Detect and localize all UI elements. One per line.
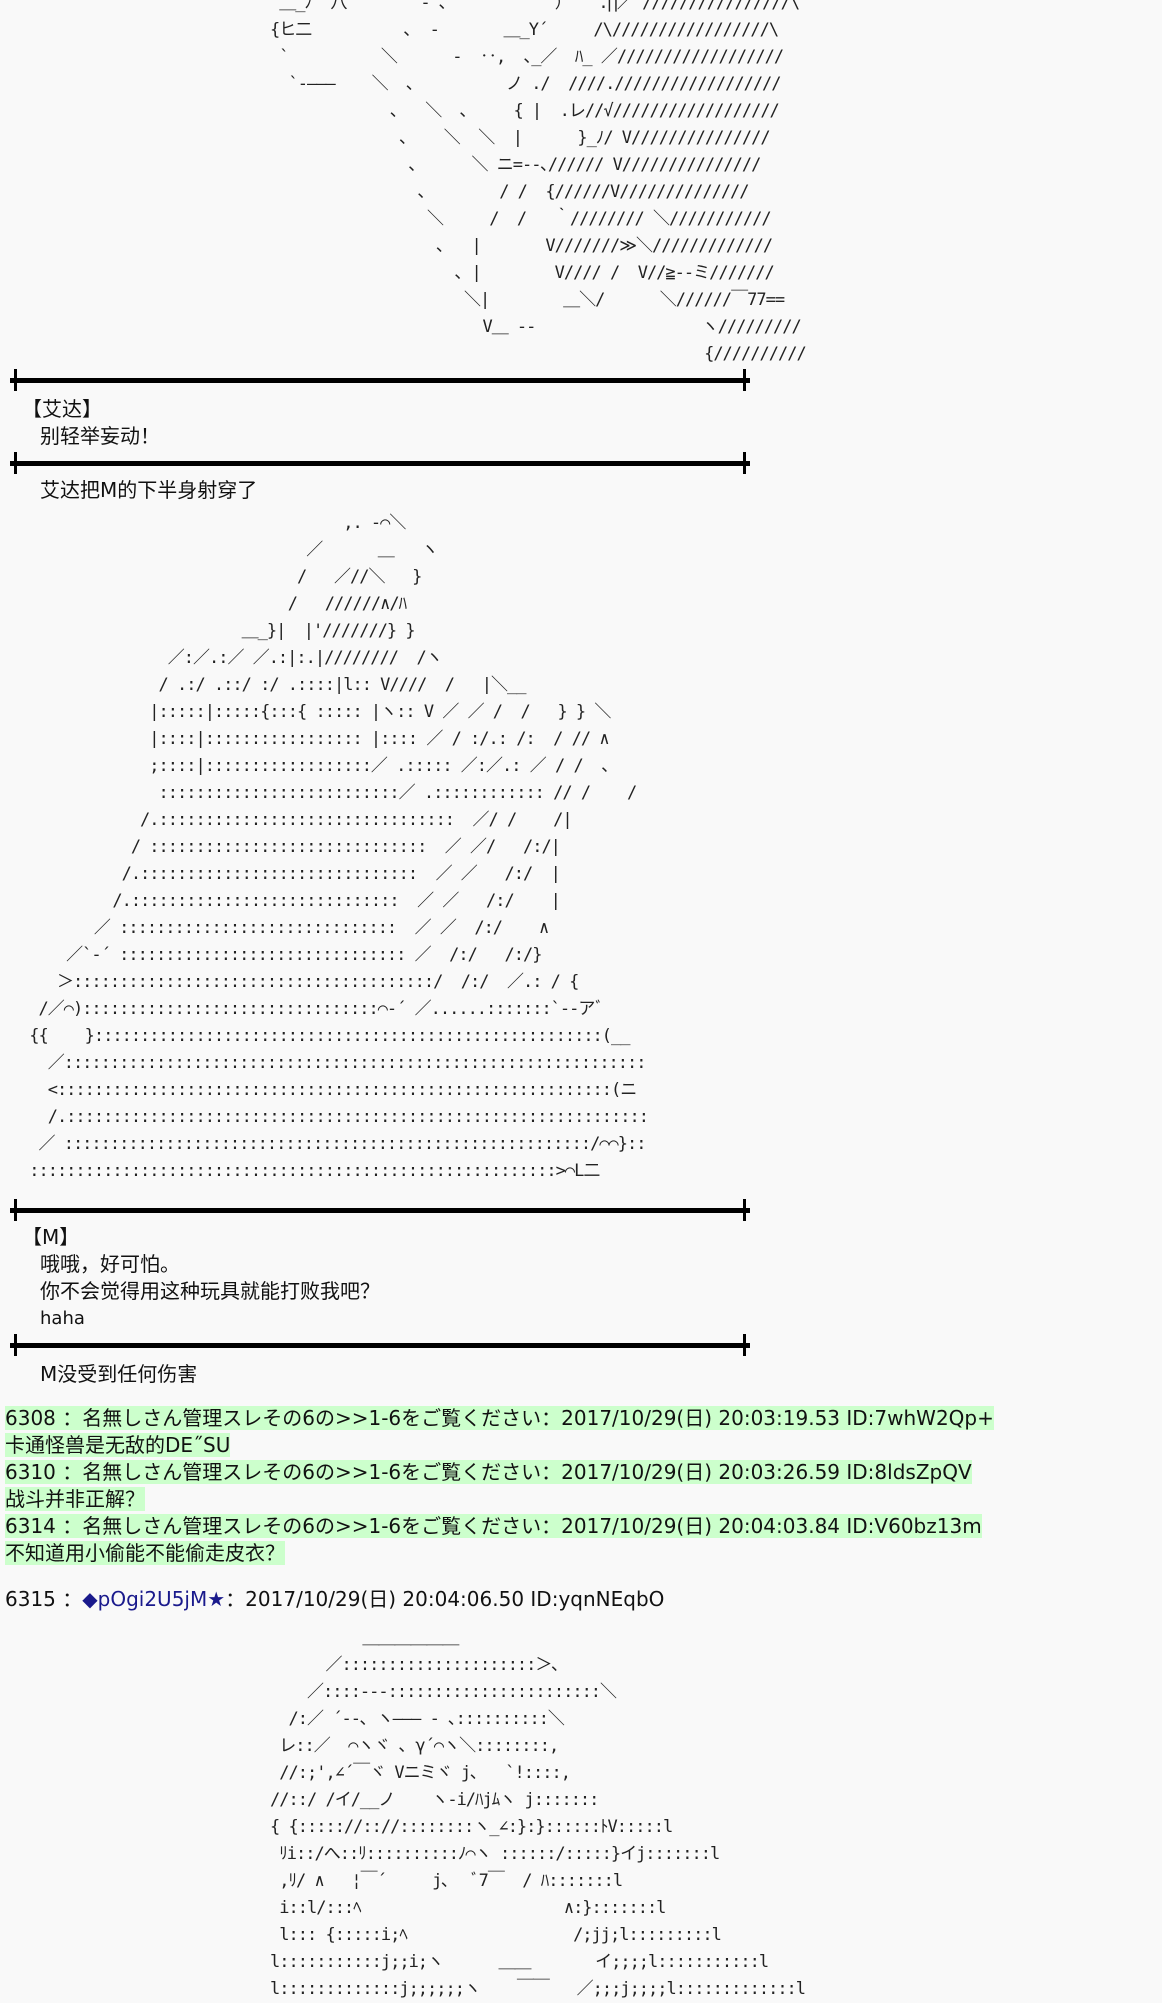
panel-divider bbox=[10, 1199, 750, 1221]
comment-body: 战斗并非正解？ bbox=[5, 1487, 145, 1511]
narration: 艾达把M的下半身射穿了 bbox=[40, 478, 258, 502]
speaker-label: 【艾达】 bbox=[22, 397, 102, 421]
ascii-art-top: ＿_ﾉ 八 ‐ ､ ￣ ） .⋂／ ////////////////\ {ヒ二 … bbox=[270, 0, 807, 364]
star-icon: ★ bbox=[207, 1587, 226, 1611]
ascii-art-middle: ,. ‐⌒＼ ／ ＿ ヽ / ／//＼ } / //////∧/ﾊ ＿_}| |… bbox=[29, 513, 649, 1181]
dialogue-line: 哦哦，好可怕。 bbox=[40, 1252, 180, 1276]
dialogue-line: haha bbox=[40, 1308, 85, 1329]
post-meta: ：2017/10/29(日) 20:04:06.50 ID:yqnNEqbO bbox=[225, 1587, 665, 1611]
comment-header: 6308 ：名無しさん管理スレその6の>>1-6をご覧ください：2017/10/… bbox=[5, 1406, 994, 1430]
comment-body: 卡通怪兽是无敌的DE˝SU bbox=[5, 1433, 231, 1457]
speaker-label: 【M】 bbox=[22, 1225, 80, 1249]
post-number: 6315 ： bbox=[5, 1587, 83, 1611]
narration: M没受到任何伤害 bbox=[40, 1362, 198, 1386]
ascii-art-bottom: ＿＿＿＿＿＿ ／:::::::::::::::::::::＞､ ／::::‐‐‐… bbox=[270, 1628, 806, 1999]
comment-header: 6310 ：名無しさん管理スレその6の>>1-6をご覧ください：2017/10/… bbox=[5, 1460, 972, 1484]
dialogue-line: 别轻举妄动！ bbox=[40, 424, 160, 448]
panel-divider bbox=[10, 1334, 750, 1356]
post-header: 6315 ：◆pOgi2U5jM★：2017/10/29(日) 20:04:06… bbox=[5, 1586, 664, 1613]
comment-body: 不知道用小偷能不能偷走皮衣？ bbox=[5, 1541, 285, 1565]
panel-divider bbox=[10, 369, 750, 391]
author-trip: ◆pOgi2U5jM bbox=[82, 1587, 208, 1611]
panel-divider bbox=[10, 452, 750, 474]
dialogue-line: 你不会觉得用这种玩具就能打败我吧？ bbox=[40, 1279, 380, 1303]
comment-header: 6314 ：名無しさん管理スレその6の>>1-6をご覧ください：2017/10/… bbox=[5, 1514, 982, 1538]
